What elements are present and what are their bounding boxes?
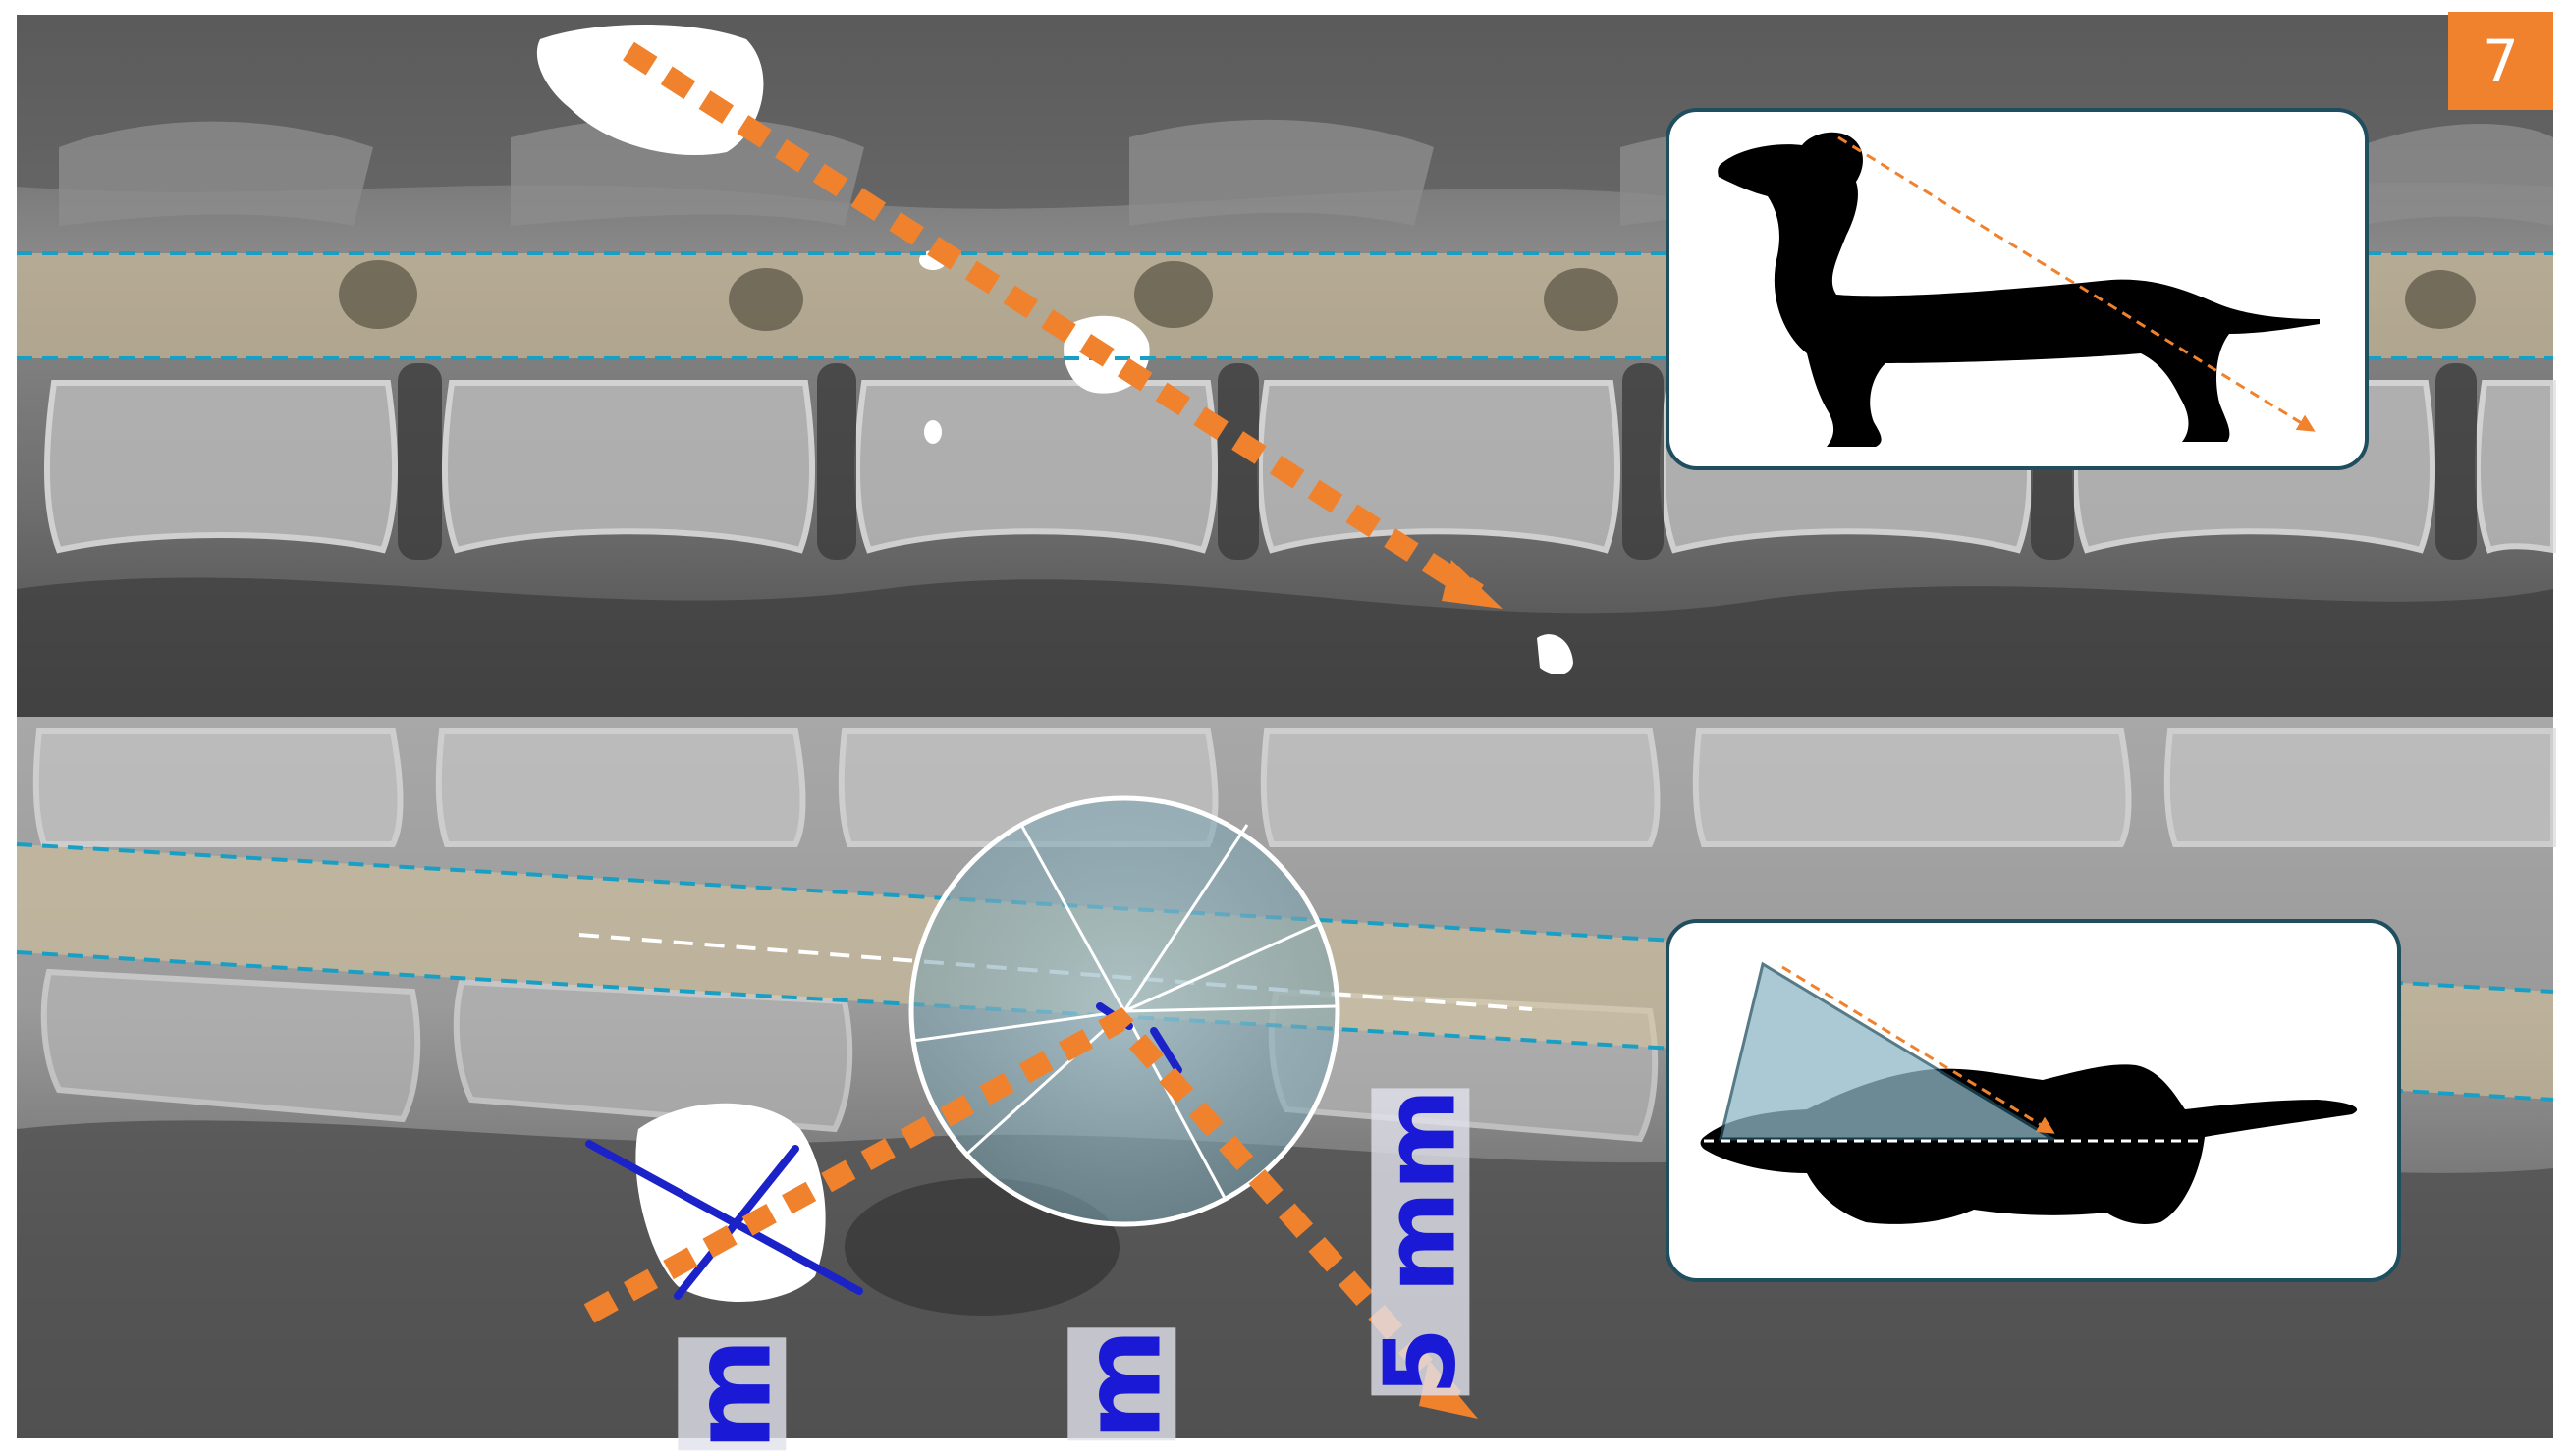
fragment-caliper-lines [585,1140,863,1300]
panel-number: 7 [2483,27,2519,94]
standing-dog-silhouette-icon [1718,132,2320,447]
canal-guide-lower-bottom [16,950,2554,1102]
inset-trajectory-bottom [1781,965,2055,1134]
bottom-inset-panel [1666,919,2401,1282]
panel-number-badge: 7 [2448,12,2553,110]
scale-label-right: 5 mm [1362,1088,1478,1396]
trajectory-cone [1719,961,2058,1141]
top-inset-panel [1666,108,2369,470]
trajectory-arrow-bottom [583,1007,1462,1407]
scale-label-left: m [669,1337,795,1451]
scale-label-middle: m [1059,1327,1185,1441]
bullet-fragment-large [536,24,764,156]
inset-trajectory-top [1837,135,2316,432]
canal-guide-upper-bottom [16,842,2554,994]
trajectory-arrowhead-top [1442,560,1503,609]
trajectory-arrow-top [623,41,1484,604]
